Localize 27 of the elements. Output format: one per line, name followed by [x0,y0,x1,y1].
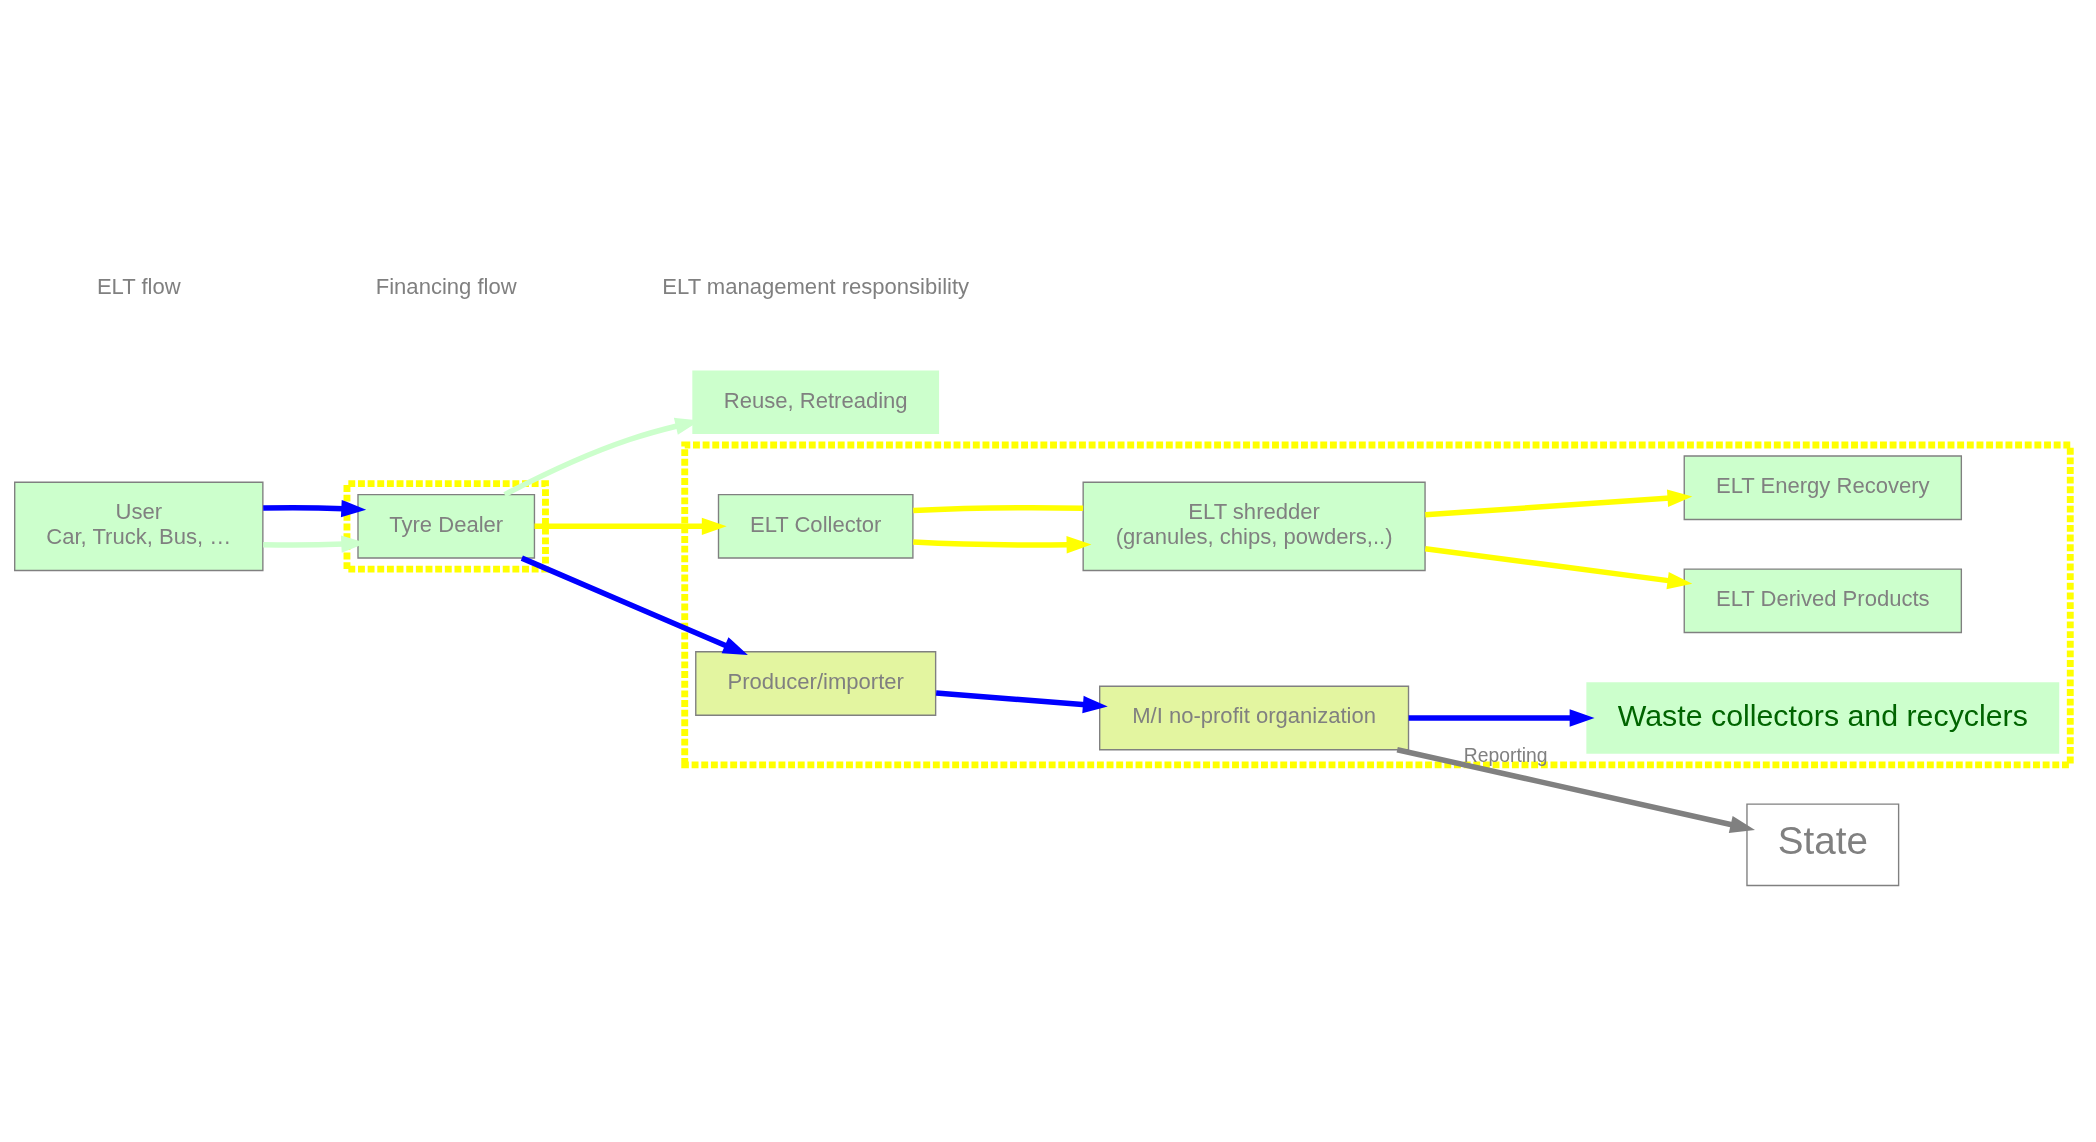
node-box: M/I no-profit organization [1099,685,1410,750]
arrow [1396,746,1755,833]
node-box: Tyre Dealer [357,493,536,559]
legend-label: Financing flow [375,273,517,299]
legend-label: ELT management responsibility [662,273,970,299]
arrow [263,499,367,517]
arrow [1424,545,1693,589]
node-box: ELT Energy Recovery [1683,454,1963,520]
edge-label: Reporting [1463,744,1548,766]
node-box: Producer/importer [695,650,937,716]
node-box: ELT shredder (granules, chips, powders,..) [1082,481,1426,571]
arrow [1425,489,1693,517]
legend-label: ELT flow [96,273,181,299]
node-box: Reuse, Retreading [692,370,940,434]
node-box: State [1746,802,1900,886]
cluster [681,441,2074,768]
arrow [534,517,727,535]
connector [913,504,1084,513]
arrow [520,555,748,655]
arrow [935,689,1108,713]
cluster [343,479,549,573]
node-box: ELT Collector [717,493,914,559]
arrow [1408,708,1595,727]
node-box: ELT Derived Products [1683,567,1963,633]
node-box: Waste collectors and recyclers [1586,681,2060,754]
arrow [913,535,1092,553]
node-box: User Car, Truck, Bus, … [14,481,264,571]
